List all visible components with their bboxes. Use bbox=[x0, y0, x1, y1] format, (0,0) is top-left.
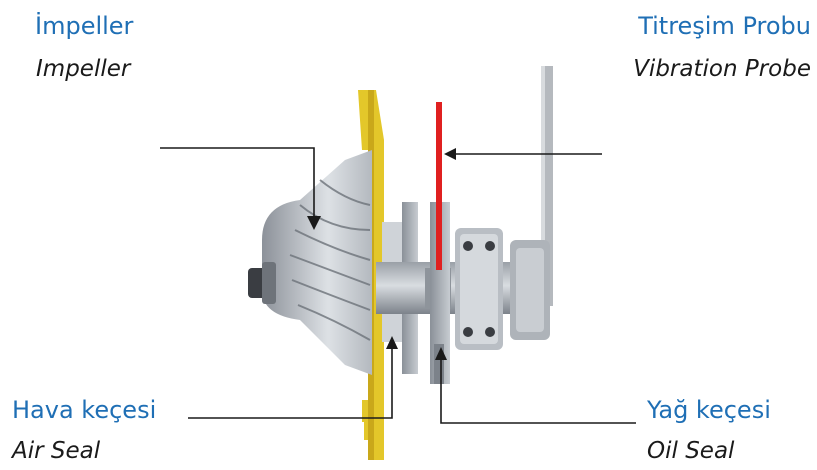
air-seal-label-en: Air Seal bbox=[12, 438, 101, 464]
impeller-label-tr: İmpeller bbox=[35, 12, 134, 40]
air-seal-label-tr: Hava keçesi bbox=[12, 396, 157, 424]
impeller-label-en: Impeller bbox=[36, 56, 131, 82]
oil-seal-disk bbox=[430, 202, 450, 384]
impeller-arrowhead bbox=[307, 216, 321, 230]
vibration-probe-label-en: Vibration Probe bbox=[633, 56, 811, 82]
impeller-body bbox=[262, 150, 372, 375]
air-seal-arrowhead bbox=[386, 336, 398, 349]
oil-seal-leader-line bbox=[440, 356, 636, 424]
vibration-probe-arrowhead bbox=[444, 148, 456, 160]
vibration-probe-label-tr: Titreşim Probu bbox=[638, 12, 811, 40]
oil-seal-label-tr: Yağ keçesi bbox=[647, 396, 771, 424]
impeller-leader-line bbox=[160, 147, 315, 220]
impeller-nut bbox=[248, 268, 266, 298]
vibration-probe bbox=[436, 102, 442, 270]
air-seal-leader-line bbox=[188, 345, 393, 419]
oil-seal-arrowhead bbox=[435, 347, 447, 360]
oil-seal-label-en: Oil Seal bbox=[647, 438, 735, 464]
